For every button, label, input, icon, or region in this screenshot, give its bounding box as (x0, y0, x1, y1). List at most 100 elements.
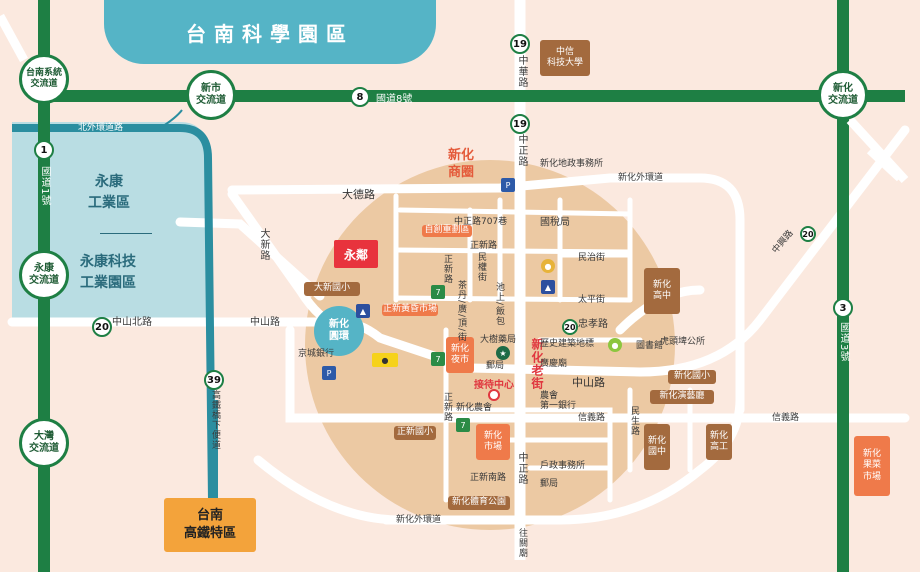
hsr-district-box: 台南 高鐵特區 (164, 498, 256, 552)
xinhua-night-market-box: 新化 夜市 (446, 337, 474, 373)
guangmian-label: 廣慶廟 (540, 359, 568, 369)
chadan-street-label: 茶丹/廣/頂/街 (456, 280, 466, 343)
xinhua-interchange: 新化 交流道 (818, 70, 868, 120)
landmark-label: 新化 高工 (709, 430, 728, 452)
xinyi-road-east-label: 信義路 (772, 413, 800, 423)
route-1-shield: 1 (34, 140, 54, 160)
tainan-system-interchange: 台南系統 交流道 (19, 54, 69, 104)
landmark-label: 新化演藝廳 (659, 391, 705, 402)
interchange-label: 台南系統 交流道 (25, 68, 62, 89)
zhengxin-market-box: 正新黃昏市場 (382, 304, 438, 316)
zhengxin-south-road-label: 正新南路 (470, 473, 507, 483)
zhongzheng-707-label: 中正路707巷 (454, 217, 508, 227)
dawan-interchange: 大灣 交流道 (19, 418, 69, 468)
landmark-label: 新化 高中 (652, 279, 671, 301)
yongkang-interchange: 永康 交流道 (19, 250, 69, 300)
household-office-label: 戶政事務所 (540, 461, 586, 471)
xinshi-interchange: 新市 交流道 (186, 70, 236, 120)
store-logo-icon: ▲ (541, 280, 555, 294)
xinhua-fruit-market-box: 新化 果菜 市場 (854, 436, 890, 496)
xinhua-ring-road-label: 新化外環道 (396, 515, 442, 525)
interchange-label: 大灣 交流道 (29, 431, 59, 454)
xinyi-road-label: 信義路 (578, 413, 606, 423)
landmark-label: 大新國小 (313, 283, 350, 294)
zhengxin-road-label: 正新路 (442, 254, 452, 284)
xinhua-shopping-label: 新化 商圈 (448, 148, 475, 180)
interchange-label: 永康 交流道 (29, 263, 59, 286)
zhengxin-road-label: 正新路 (470, 241, 498, 251)
daxin-road-label: 大新路 (258, 228, 269, 261)
post-office-label: 郵局 (540, 479, 559, 489)
zhongzheng-road-label: 中正路 (516, 452, 527, 485)
restaurant-logo-icon: ● (372, 353, 398, 367)
xinhua-farmers-label: 新化農會 (456, 403, 493, 413)
minquan-street-label: 民權街 (476, 252, 486, 282)
minsheng-road-label: 民生路 (629, 406, 639, 436)
minzhi-street-label: 民治街 (578, 253, 606, 263)
reception-label: 接待中心 (474, 380, 514, 391)
zhengxin-elem-box: 正新國小 (394, 426, 436, 440)
dade-road-label: 大德路 (342, 188, 375, 201)
route-3-shield: 3 (833, 298, 853, 318)
science-park-banner: 台南科學園區 (104, 0, 436, 64)
zhonghua-road-label: 中華路 (516, 55, 527, 88)
xinhua-roundabout: 新化 圓環 (314, 306, 364, 356)
hsr-district-label: 台南 高鐵特區 (183, 507, 236, 541)
yongchang-logo: 永鄰 (334, 240, 378, 268)
seven-eleven-icon: 7 (431, 285, 445, 299)
route-19-shield: 19 (510, 34, 530, 54)
landmark-label: 新化 果菜 市場 (862, 449, 881, 482)
zhongxin-univ-box: 中信 科技大學 (540, 40, 590, 76)
starbucks-icon: ★ (496, 346, 510, 360)
route-20-shield: 20 (562, 319, 578, 335)
landmark-label: 正新國小 (396, 427, 433, 438)
interchange-label: 新化 交流道 (828, 83, 858, 106)
roundabout-label: 新化 圓環 (329, 319, 349, 342)
freeway8-label: 國道8號 (376, 94, 413, 105)
post-office-label: 郵局 (486, 361, 505, 371)
route-20-shield: 20 (800, 226, 816, 242)
interchange-label: 新市 交流道 (196, 83, 226, 106)
jingcheng-bank-label: 京城銀行 (298, 349, 335, 359)
xinhua-old-street-label: 新化老街 (530, 338, 544, 390)
xinhua-junior-box: 新化 國中 (644, 424, 670, 470)
poi-icon: ● (541, 259, 555, 273)
seven-eleven-icon: 7 (431, 352, 445, 366)
zhongshan-road-label: 中山路 (250, 317, 280, 328)
reception-marker (488, 389, 500, 401)
first-bank-label: 第一銀行 (540, 401, 577, 411)
xinhua-high-box: 新化 高中 (644, 268, 680, 314)
route-39-shield: 39 (204, 370, 224, 390)
tax-office-label: 國稅局 (540, 217, 570, 228)
xinhua-vocational-box: 新化 高工 (706, 424, 732, 460)
freeway3-label: 國道3號 (838, 322, 849, 363)
zhongshan-road-east-label: 中山路 (572, 376, 605, 389)
dashu-pharmacy-label: 大樹藥局 (480, 335, 517, 345)
route-19-shield: 19 (510, 114, 530, 134)
xinhua-ring-road-label: 新化外環道 (618, 173, 664, 183)
xinhua-arts-box: 新化演藝廳 (650, 390, 714, 404)
xinhua-market-box: 新化 市場 (476, 424, 510, 460)
zhongzheng-road-label: 中正路 (516, 134, 527, 167)
zhongshan-north-label: 中山北路 (112, 317, 152, 328)
to-guanmiao-label: 往關廟 (517, 528, 527, 558)
store-logo-icon: ▲ (356, 304, 370, 318)
landmark-label: 新化國小 (673, 371, 710, 382)
history-landmark-label: 歷史建築地標 (540, 339, 595, 349)
district-office-label: 虎頭埤公所 (660, 337, 706, 347)
district-divider (100, 233, 152, 234)
freeway1-label: 國道1號 (39, 166, 50, 207)
xinhua-gym-box: 新化體育公園 (448, 496, 510, 510)
landmark-label: 新化 國中 (647, 435, 666, 457)
banner-title: 台南科學園區 (186, 21, 354, 46)
chishang-label: 池上/飯包 (494, 282, 504, 327)
landmark-label: 新化體育公園 (451, 497, 506, 508)
land-office-label: 新化地政事務所 (540, 159, 604, 169)
landmark-label: 正新黃昏市場 (382, 304, 437, 315)
parking-icon: P (322, 366, 336, 380)
route-20-shield: 20 (92, 317, 112, 337)
route-8-shield: 8 (350, 87, 370, 107)
daxin-elem-box: 大新國小 (304, 282, 360, 296)
parking-icon: P (501, 178, 515, 192)
